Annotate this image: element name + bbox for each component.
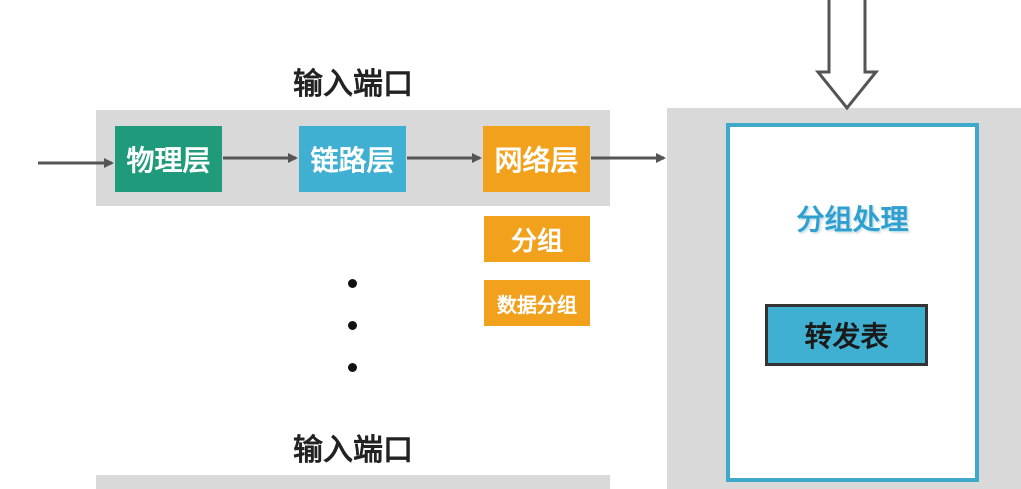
- input-port-title-bottom: 输入端口: [293, 433, 413, 468]
- physical-layer-label: 物理层: [126, 144, 211, 177]
- ellipsis-dot-1: [348, 279, 357, 288]
- down-hollow-arrow: [814, 0, 880, 111]
- data-packet-tag-label: 数据分组: [497, 292, 577, 317]
- link-layer-label: 链路层: [310, 144, 395, 177]
- packet-tag: 分组: [484, 216, 590, 262]
- input-port-title-top: 输入端口: [293, 67, 413, 102]
- ellipsis-dot-2: [348, 321, 357, 330]
- link-layer-box: 链路层: [299, 126, 406, 192]
- data-packet-tag: 数据分组: [484, 280, 590, 326]
- network-layer-box: 网络层: [483, 126, 590, 192]
- forwarding-table-label: 转发表: [804, 320, 889, 353]
- packet-processing-box: [726, 123, 979, 482]
- forwarding-table-box: 转发表: [765, 304, 928, 366]
- input-port-panel-bottom: [96, 475, 610, 489]
- physical-layer-box: 物理层: [115, 126, 222, 192]
- packet-tag-label: 分组: [510, 226, 563, 257]
- packet-processing-title: 分组处理: [796, 203, 909, 236]
- network-layer-label: 网络层: [494, 144, 579, 177]
- ellipsis-dot-3: [348, 363, 357, 372]
